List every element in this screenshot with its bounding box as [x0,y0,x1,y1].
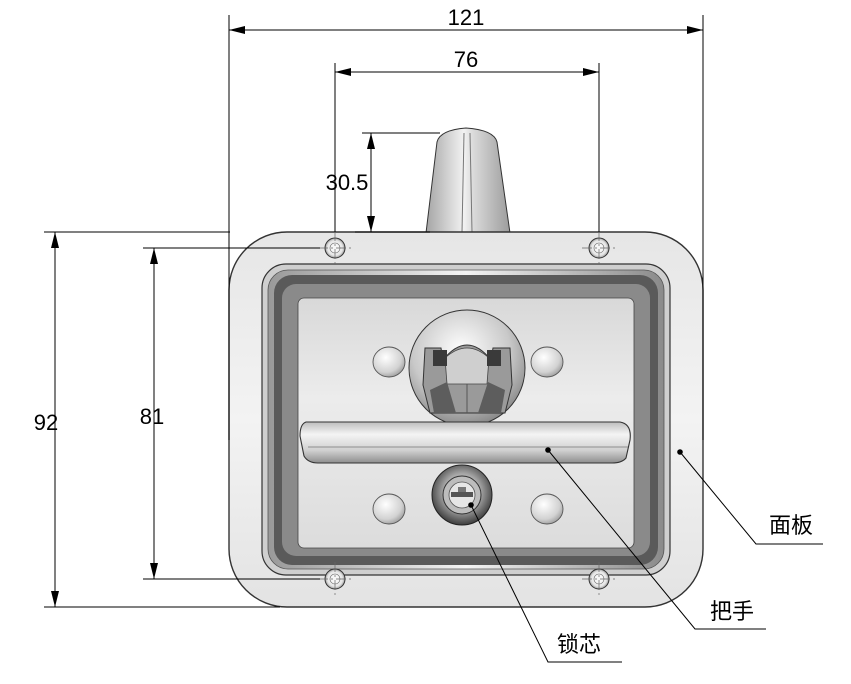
stem [425,127,511,234]
leader-lines [470,449,823,663]
dim-overall-width: 121 [448,5,485,30]
dimension-lines [44,15,704,608]
dimension-arrows [51,26,703,607]
dim-stem-height: 30.5 [326,170,369,195]
handle [299,421,631,464]
center-lines [318,231,616,596]
dim-overall-height: 92 [34,410,58,435]
dome-pawl [408,309,526,427]
leader-dots [468,447,683,508]
dim-hole-spacing-horizontal: 76 [454,47,478,72]
dim-hole-spacing-vertical: 81 [140,404,164,429]
rivet-bumps [372,346,564,525]
lock-cylinder [431,464,493,526]
callout-handle: 把手 [710,600,754,625]
callout-panel: 面板 [769,514,813,539]
callout-lock-cylinder: 锁芯 [557,633,601,658]
